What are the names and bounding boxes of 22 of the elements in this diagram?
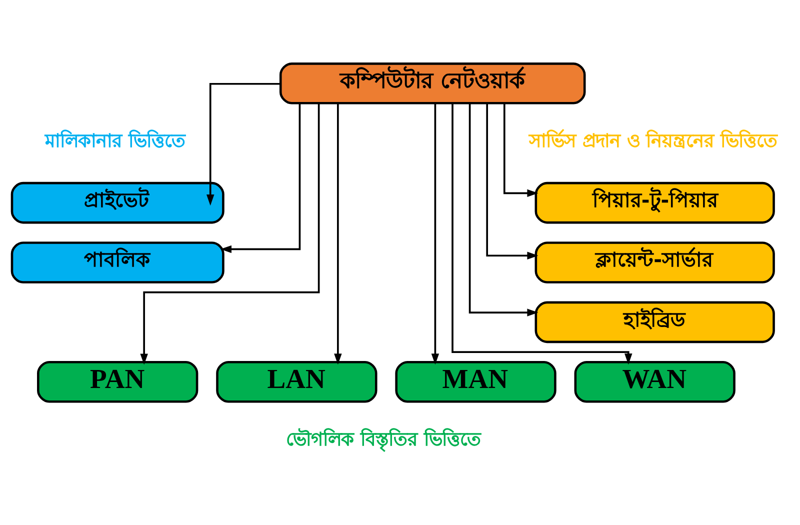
label: সার্ভিস প্রদান ও নিয়ন্ত্রনের ভিত্তিতে bbox=[529, 130, 778, 152]
node-box: পিয়ার-টু-পিয়ার bbox=[534, 182, 775, 224]
arrow bbox=[220, 103, 301, 254]
node-box: হাইব্রিড bbox=[534, 301, 775, 344]
node-box: LAN bbox=[216, 361, 378, 403]
node-box: PAN bbox=[37, 361, 198, 403]
label: ভৌগলিক বিস্তৃতির ভিত্তিতে bbox=[286, 429, 481, 450]
arrow bbox=[140, 103, 320, 365]
node-box: WAN bbox=[574, 361, 736, 403]
arrow bbox=[468, 103, 538, 316]
label: মালিকানার ভিত্তিতে bbox=[45, 130, 186, 152]
arrow bbox=[486, 103, 538, 260]
arrow bbox=[452, 103, 632, 365]
node-box: পাবলিক bbox=[10, 242, 224, 284]
node-box: MAN bbox=[395, 361, 556, 403]
node-box: ক্লায়েন্ট-সার্ভার bbox=[534, 242, 775, 284]
arrow bbox=[431, 103, 440, 365]
arrow bbox=[206, 82, 280, 206]
arrow bbox=[503, 103, 538, 198]
node-box: কম্পিউটার নেটওয়ার্ক bbox=[279, 62, 586, 104]
node-box: প্রাইভেট bbox=[10, 182, 224, 224]
arrow bbox=[334, 103, 342, 365]
